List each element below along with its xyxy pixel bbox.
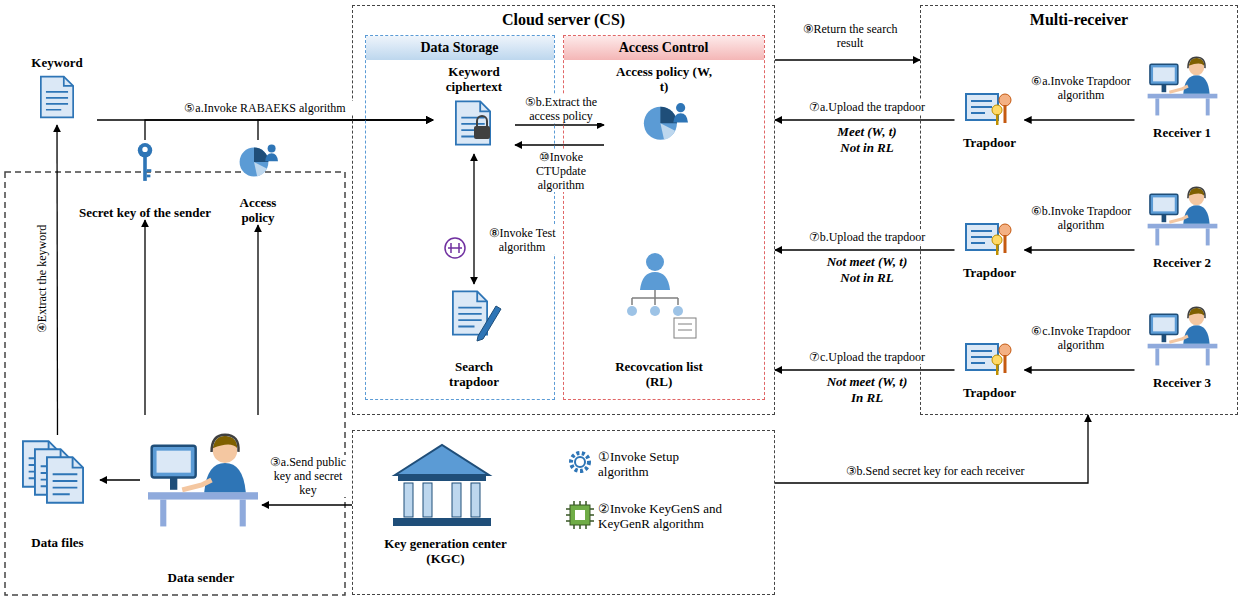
node-label: Key generation center (KGC) — [373, 536, 518, 566]
revocation-list-icon — [627, 253, 696, 338]
step-label: ④Extract the keyword — [35, 204, 49, 354]
step-label: ⑥a.Invoke Trapdoor algorithm — [1030, 74, 1132, 102]
condition-note: Not in RL — [782, 140, 952, 155]
flow-arrow — [775, 59, 920, 60]
step-label: ③a.Send public key and secret key — [266, 455, 350, 497]
node-label: Trapdoor — [963, 385, 1016, 400]
node-label: Multi-receiver — [921, 11, 1237, 29]
flow-arrow — [1025, 119, 1135, 120]
flow-arrow — [262, 504, 352, 505]
receiver-icon — [1148, 57, 1218, 115]
receiver-node: Receiver 2 — [1135, 185, 1230, 270]
trapdoor-icon — [966, 344, 1011, 375]
data-files-node: Data files — [15, 435, 100, 550]
access-policy-icon — [644, 103, 688, 140]
condition-note: Not in RL — [782, 270, 952, 285]
node-label: Receiver 2 — [1153, 255, 1211, 270]
condition-note: Meet (W, t) — [782, 124, 952, 139]
ciphertext-node: Keyword ciphertext — [433, 64, 515, 154]
step-label: ⑨Return the search result — [790, 22, 910, 50]
data-sender-icon — [148, 435, 258, 527]
flow-arrow — [56, 125, 58, 435]
step-label: ⑥b.Invoke Trapdoor algorithm — [1030, 204, 1132, 232]
node-label: Access Control — [564, 36, 764, 60]
flow-arrow — [1025, 369, 1135, 370]
flow-arrow — [1025, 249, 1135, 250]
step-label: ⑦c.Upload the trapdoor — [782, 350, 952, 364]
step-label: ⑩Invoke CTUpdate algorithm — [517, 150, 605, 192]
policy-icon — [240, 144, 278, 176]
step-label: ③b.Send secret key for each receiver — [790, 464, 1080, 478]
node-label: Receiver 1 — [1153, 125, 1211, 140]
gear-icon — [571, 453, 589, 471]
node-label: Receiver 3 — [1153, 375, 1211, 390]
receiver-node: Receiver 1 — [1135, 55, 1230, 140]
node-note: ①Invoke Setup algorithm — [598, 449, 713, 479]
flow-arrow — [473, 154, 474, 284]
step-label: ⑦a.Upload the trapdoor — [782, 100, 952, 114]
policy-node: Access policy (W, t) — [604, 64, 724, 154]
step-label: ⑧Invoke Test algorithm — [484, 226, 560, 254]
data-storage-panel: Data StorageKeyword ciphertextSearch tra… — [365, 35, 555, 400]
data-sender-region — [5, 172, 345, 595]
trapdoor-icon — [966, 224, 1011, 255]
cloud-server-region: Cloud server (CS) Data StorageKeyword cip… — [352, 5, 775, 415]
trapdoor-node: Trapdoor — [955, 90, 1025, 150]
trapdoor-icon — [966, 94, 1011, 125]
node-label: Trapdoor — [963, 135, 1016, 150]
flow-arrow — [257, 225, 258, 415]
receiver-icon — [1148, 307, 1218, 365]
node-label: Access policy (W, t) — [614, 64, 714, 94]
node-label: Data Storage — [366, 36, 554, 60]
trapdoor-store-node: Search trapdoor — [419, 284, 529, 389]
trapdoor-node: Trapdoor — [955, 340, 1025, 400]
access-control-panel: Access ControlAccess policy (W, t) Recovc… — [563, 35, 765, 400]
key-icon — [138, 143, 152, 181]
step-label: ⑥c.Invoke Trapdoor algorithm — [1030, 324, 1132, 352]
node-label: Recovcation list (RL) — [603, 359, 715, 389]
flow-arrow — [144, 220, 145, 415]
secret-key-node: Secret key of the sender — [70, 140, 220, 220]
flow-arrow — [515, 124, 604, 125]
node-label: Trapdoor — [963, 265, 1016, 280]
kgc-building-icon — [393, 445, 491, 526]
flow-arrow — [515, 144, 604, 145]
flow-arrow — [775, 119, 955, 120]
keyword-node: Keyword — [17, 55, 97, 125]
step-label: ⑤b.Extract the access policy — [517, 95, 605, 123]
receiver-node: Receiver 3 — [1135, 305, 1230, 390]
flow-arrow — [775, 415, 1088, 483]
flow-arrow — [100, 479, 140, 480]
receiver-icon — [1148, 187, 1218, 245]
node-label: Data sender — [168, 570, 235, 585]
step-label: ⑤a.Invoke RABAEKS algorithm — [170, 101, 360, 115]
condition-note: In RL — [782, 390, 952, 405]
node-note: ②Invoke KeyGenS and KeyGenR algorithm — [598, 501, 768, 531]
chip-icon — [566, 501, 594, 529]
policy-node: Access policy — [218, 140, 298, 225]
ciphertext-icon — [456, 101, 490, 144]
flow-arrow — [145, 120, 433, 140]
revocation-node: Recovcation list (RL) — [599, 244, 719, 389]
condition-note: Not meet (W, t) — [782, 374, 952, 389]
node-label: Data files — [31, 535, 83, 550]
flow-arrow — [775, 249, 955, 250]
data-sender-node: Data sender — [140, 415, 262, 585]
node-label: Keyword — [31, 55, 82, 70]
node-label: Search trapdoor — [437, 359, 512, 389]
search-trapdoor-icon — [453, 291, 501, 341]
condition-note: Not meet (W, t) — [782, 254, 952, 269]
test-icon — [445, 238, 465, 258]
keyword-icon — [41, 77, 73, 118]
step-label: ⑦b.Upload the trapdoor — [782, 230, 952, 244]
node-label: Cloud server (CS) — [353, 11, 774, 29]
flow-arrow — [775, 369, 955, 370]
data-files-icon — [23, 441, 83, 503]
trapdoor-node: Trapdoor — [955, 220, 1025, 280]
kgc-region: Key generation center (KGC) ①Invoke Setup… — [352, 430, 775, 595]
node-label: Secret key of the sender — [79, 205, 211, 220]
node-label: Access policy — [227, 195, 289, 225]
node-label: Keyword ciphertext — [435, 64, 513, 94]
flow-arrow — [258, 120, 433, 140]
